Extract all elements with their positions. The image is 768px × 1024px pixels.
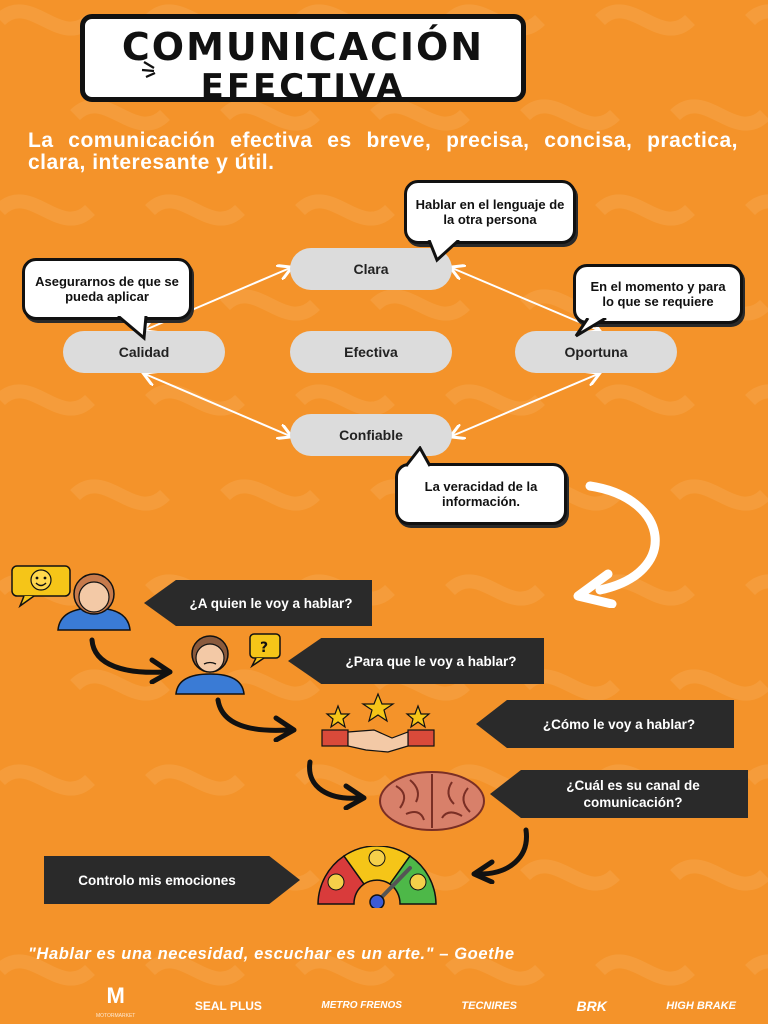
logo-4: TECNIRES — [461, 1000, 518, 1012]
pattern-swirl — [595, 4, 695, 36]
black-arrow-4-icon — [471, 827, 529, 884]
bubble-tail-confiable — [404, 446, 432, 467]
bubble-tail-clara — [427, 240, 461, 263]
black-arrow-2-icon — [215, 697, 297, 742]
person-speaking-icon — [11, 565, 131, 631]
logo-5: BRK — [576, 998, 607, 1014]
pill-clara: Clara — [290, 248, 452, 290]
pattern-swirl — [670, 669, 768, 701]
handshake-stars-icon — [321, 692, 435, 753]
logo-2: SEAL PLUS — [194, 999, 262, 1013]
tag-step-4: ¿Cuál es su canal de comunicación? — [490, 770, 748, 818]
pattern-swirl — [220, 99, 320, 131]
black-arrow-1-icon — [89, 637, 173, 684]
pattern-swirl — [145, 194, 245, 226]
pattern-swirl — [0, 384, 95, 416]
pattern-swirl — [0, 764, 95, 796]
tag-step-3-text: ¿Cómo le voy a hablar? — [542, 716, 696, 732]
tag-step-1: ¿A quien le voy a hablar? — [144, 580, 372, 626]
bubble-clara: Hablar en el lenguaje de la otra persona — [404, 180, 576, 244]
bubble-confiable: La veracidad de la información. — [395, 463, 567, 525]
pattern-swirl — [0, 194, 95, 226]
logo-3: METRO FRENOS — [321, 1000, 402, 1011]
pattern-swirl — [520, 859, 620, 891]
tag-step-3: ¿Cómo le voy a hablar? — [476, 700, 734, 748]
pattern-swirl — [745, 574, 768, 596]
pattern-swirl — [520, 669, 620, 701]
tag-step-5: Controlo mis emociones — [44, 856, 300, 904]
pattern-swirl — [70, 669, 170, 701]
pattern-swirl — [745, 194, 768, 216]
connector-calidad-confiable — [145, 374, 290, 436]
pattern-swirl — [445, 4, 545, 36]
pattern-swirl — [745, 4, 768, 26]
pattern-swirl — [670, 479, 768, 511]
spark-icon — [141, 61, 156, 78]
pattern-swirl — [0, 954, 95, 986]
connector-confiable-oportuna — [452, 374, 598, 436]
tag-step-4-text: ¿Cuál es su canal de comunicación? — [566, 778, 700, 810]
pill-confiable: Confiable — [290, 414, 452, 456]
pattern-swirl — [445, 954, 545, 986]
intro-text: La comunicación efectiva es breve, preci… — [28, 129, 738, 174]
connector-clara-oportuna — [452, 268, 598, 330]
title-line-1: COMUNICACIÓN — [121, 25, 485, 69]
pattern-swirl — [445, 574, 545, 606]
pattern-swirl — [0, 4, 95, 36]
pattern-swirl — [145, 764, 245, 796]
title-line-2: EFECTIVA — [200, 67, 406, 107]
quote-text: "Hablar es una necesidad, escuchar es un… — [28, 945, 515, 963]
curved-arrow-icon — [573, 481, 660, 608]
tag-step-2-text: ¿Para que le voy a hablar? — [345, 653, 517, 669]
pattern-swirl — [370, 99, 470, 131]
pattern-swirl — [745, 764, 768, 786]
pattern-swirl — [670, 99, 768, 131]
svg-text:?: ? — [260, 640, 268, 656]
pattern-swirl — [70, 99, 170, 131]
pattern-swirl — [520, 99, 620, 131]
pattern-swirl — [670, 859, 768, 891]
tag-step-1-text: ¿A quien le voy a hablar? — [189, 595, 353, 611]
emotion-gauge-icon — [317, 846, 437, 908]
brain-icon — [379, 771, 485, 831]
pattern-swirl — [295, 194, 395, 226]
pattern-swirl — [595, 384, 695, 416]
pill-oportuna: Oportuna — [515, 331, 677, 373]
pill-efectiva: Efectiva — [290, 331, 452, 373]
pattern-swirl — [295, 764, 395, 796]
person-thinking-icon: ? — [175, 633, 281, 695]
pattern-swirl — [745, 954, 768, 976]
pattern-swirl — [220, 479, 320, 511]
black-arrow-3-icon — [307, 759, 367, 810]
pattern-swirl — [220, 669, 320, 701]
bubble-tail-calidad — [117, 316, 148, 342]
tag-step-2: ¿Para que le voy a hablar? — [288, 638, 544, 684]
bubble-calidad: Asegurarnos de que se pueda aplicar — [22, 258, 192, 320]
pattern-swirl — [595, 954, 695, 986]
title-box: COMUNICACIÓN EFECTIVA — [80, 14, 526, 107]
pattern-swirl — [295, 954, 395, 986]
bubble-tail-oportuna — [574, 318, 607, 338]
pattern-swirl — [70, 479, 170, 511]
logo-6: HIGH BRAKE — [666, 1000, 736, 1012]
tag-step-5-text: Controlo mis emociones — [78, 872, 236, 888]
pattern-swirl — [295, 384, 395, 416]
pattern-swirl — [595, 194, 695, 226]
bubble-oportuna: En el momento y para lo que se requiere — [573, 264, 743, 324]
pattern-swirl — [145, 954, 245, 986]
